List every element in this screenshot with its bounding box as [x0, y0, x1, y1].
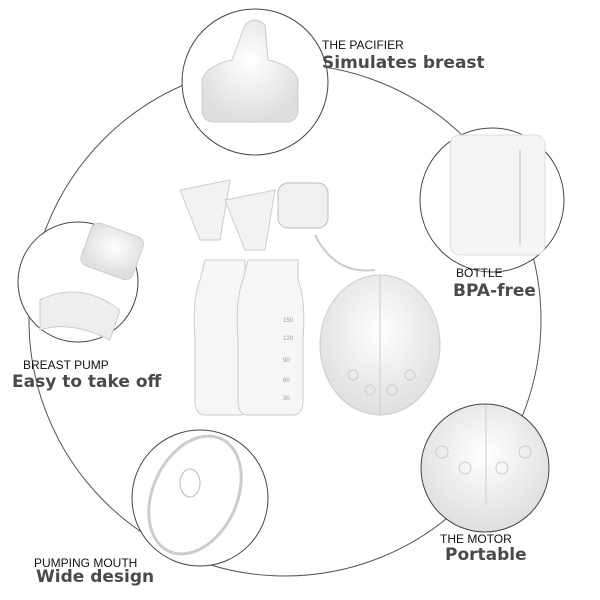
bottle-mark-30: 30	[283, 396, 290, 402]
motor-detail-circle	[420, 403, 550, 533]
bottle-subtitle: BPA-free	[453, 281, 536, 301]
pacifier-title: THE PACIFIER	[322, 38, 404, 52]
bottle-mark-90: 90	[283, 358, 290, 364]
pumping-mouth-title: PUMPING MOUTH	[34, 556, 138, 570]
breast-pump-title: BREAST PUMP	[23, 358, 109, 372]
bottle-title: BOTTLE	[456, 266, 503, 280]
breast-pump-subtitle: Easy to take off	[12, 372, 162, 392]
bottle-detail-circle	[419, 127, 565, 273]
bottle-mark-60: 60	[283, 378, 290, 384]
bottle-mark-120: 120	[283, 336, 294, 342]
motor-title: THE MOTOR	[440, 532, 512, 546]
pumping-mouth-detail-circle	[131, 429, 269, 567]
pacifier-detail-circle	[181, 8, 329, 156]
pacifier-subtitle: Simulates breast	[322, 53, 485, 73]
motor-subtitle: Portable	[445, 545, 527, 565]
breast-pump-detail-circle	[17, 221, 144, 343]
breast-pump-product: 150 120 90 60 30	[179, 179, 441, 416]
pumping-mouth-subtitle: Wide design	[36, 567, 155, 587]
bottle-mark-150: 150	[283, 318, 294, 324]
